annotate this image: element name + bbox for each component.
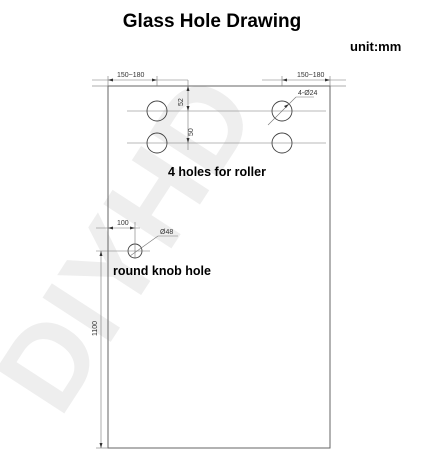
- roller-hole-bottom-left: [146, 132, 168, 154]
- knob-dimension-lines: [96, 222, 178, 258]
- hole-spacing-dimension: 50: [188, 128, 195, 136]
- glass-panel: [107, 85, 331, 449]
- roller-hole-bottom-right: [271, 132, 293, 154]
- top-offset-dimension: 52: [178, 98, 185, 106]
- knob-height-dimension: [96, 251, 108, 449]
- left-offset-dimension: 150~180: [117, 72, 145, 79]
- right-offset-dimension: 150~180: [297, 72, 325, 79]
- unit-label: unit:mm: [350, 39, 401, 54]
- roller-hole-top-left: [146, 100, 168, 122]
- watermark-text: DIYHD: [0, 54, 282, 434]
- roller-diameter-leader: [267, 96, 314, 126]
- vertical-hole-dimension: [186, 80, 190, 150]
- watermark: DIYHD: [0, 54, 282, 434]
- knob-hole-diameter: Ø48: [160, 229, 173, 236]
- knob-offset-dimension: 100: [117, 220, 129, 227]
- roller-holes-label: 4 holes for roller: [168, 165, 266, 179]
- roller-holes: [146, 100, 293, 154]
- knob-height-value: 1100: [92, 321, 99, 336]
- roller-center-lines: [127, 110, 326, 144]
- top-dimension-lines: [92, 76, 346, 87]
- roller-hole-diameter: 4-Ø24: [298, 90, 318, 97]
- roller-hole-top-right: [271, 100, 293, 122]
- page-title: Glass Hole Drawing: [123, 11, 301, 32]
- knob-hole-label: round knob hole: [113, 264, 211, 278]
